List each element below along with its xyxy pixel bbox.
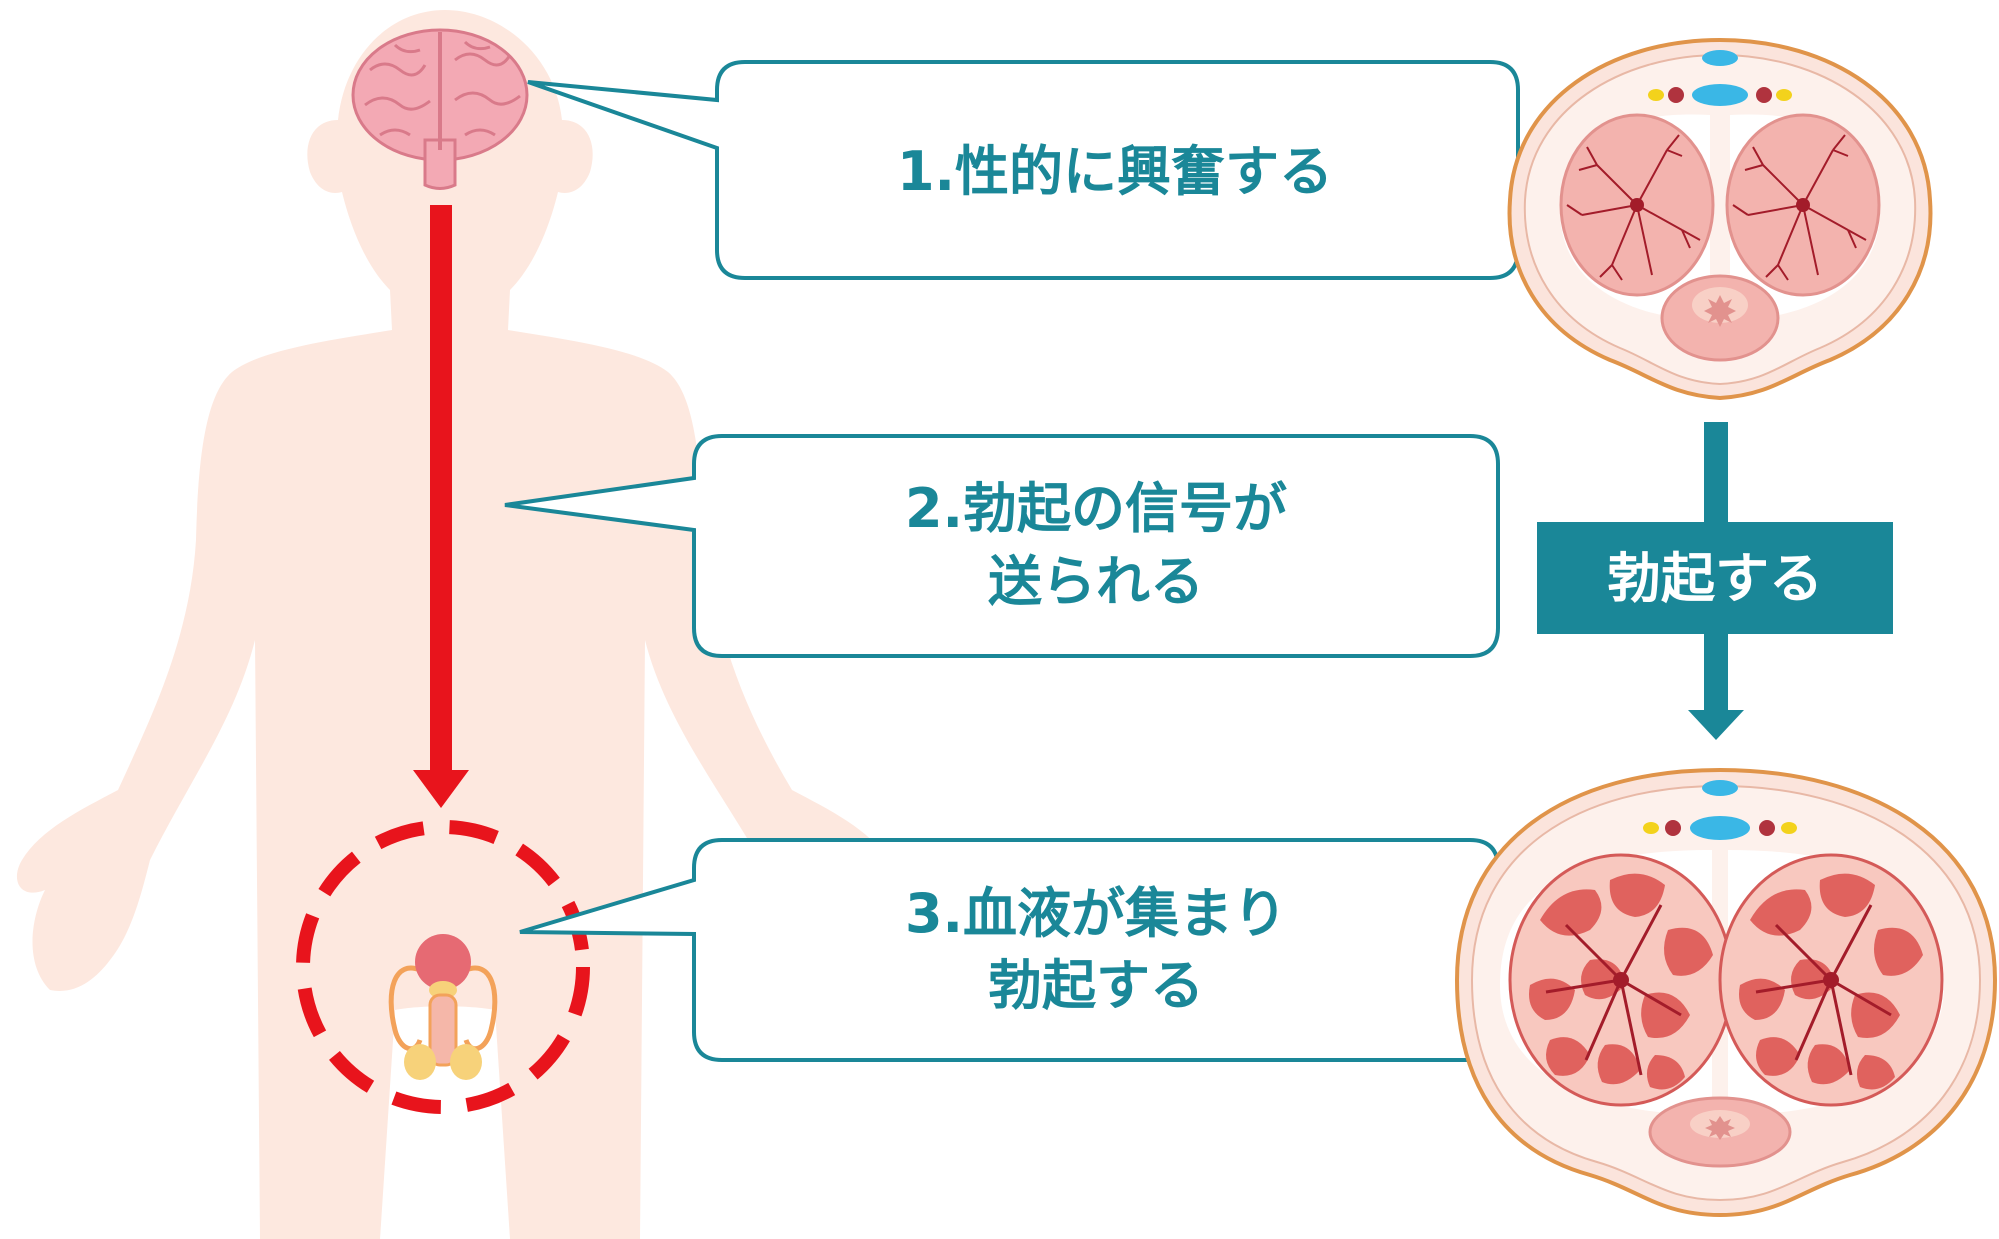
callout-3-bubble: [519, 838, 1500, 1062]
transition-label-box: [1537, 522, 1893, 634]
step-3-line-2: 勃起する: [988, 954, 1204, 1017]
transition-arrow: 勃起する: [1537, 422, 1893, 740]
step-2-line-1: 2.勃起の信号が: [905, 477, 1287, 540]
callout-step-3: 3.血液が集まり 勃起する: [519, 838, 1500, 1062]
transition-label: 勃起する: [1607, 547, 1823, 610]
signal-arrow: [413, 205, 469, 808]
cross-section-relaxed: [1507, 37, 1933, 401]
brain-icon: [351, 28, 529, 190]
callout-step-1: 1.性的に興奮する: [527, 60, 1520, 280]
callout-step-2: 2.勃起の信号が 送られる: [504, 434, 1500, 658]
reproductive-organ-icon: [388, 934, 498, 1080]
body-silhouette: [16, 10, 894, 1239]
callout-2-bubble: [504, 434, 1500, 658]
step-2-line-2: 送られる: [988, 550, 1204, 613]
step-1-text: 1.性的に興奮する: [897, 140, 1333, 203]
body-outline: [16, 10, 894, 1239]
pelvic-focus-circle: [296, 820, 590, 1114]
step-3-line-1: 3.血液が集まり: [905, 882, 1287, 945]
callout-1-bubble: [527, 60, 1520, 280]
cross-section-engorged: [1454, 767, 1998, 1218]
